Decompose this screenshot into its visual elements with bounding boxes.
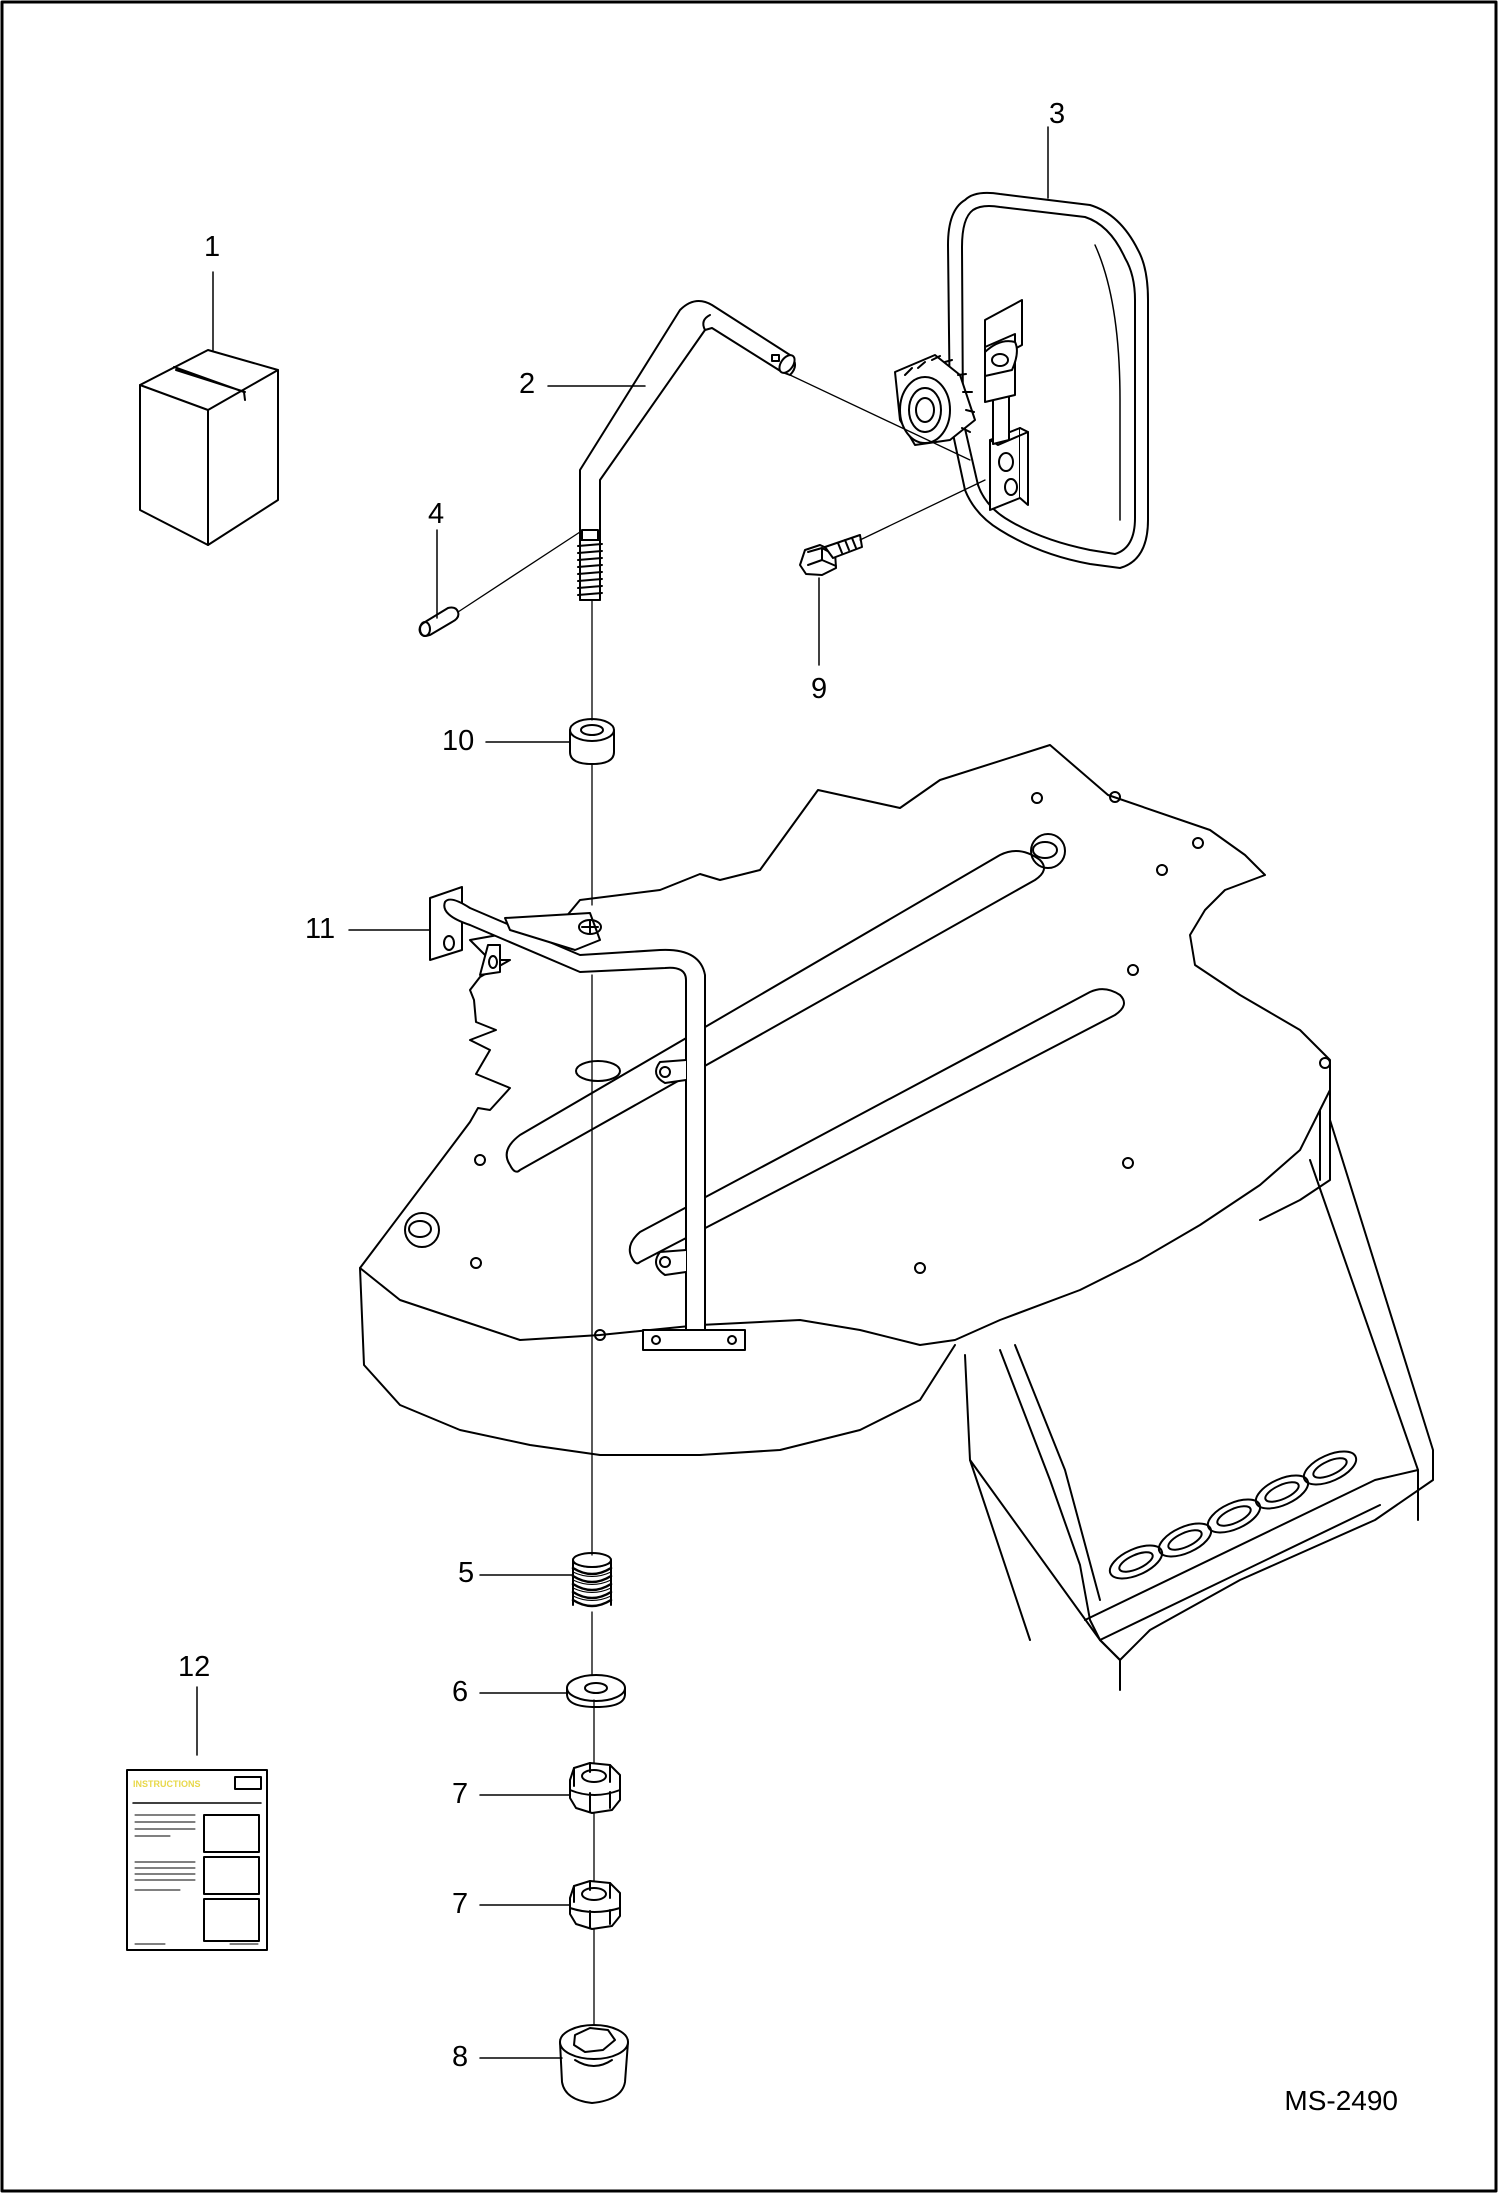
- step-slots: [1108, 1450, 1358, 1580]
- mirror-arm: [577, 300, 796, 601]
- leader-lines: [196, 126, 1049, 2059]
- callout-1: 1: [204, 231, 221, 263]
- nut-upper: [569, 1762, 621, 1814]
- callout-10: 10: [442, 725, 475, 757]
- figure-code: MS-2490: [1284, 2085, 1398, 2116]
- floor-plate: [359, 744, 1331, 1456]
- kit-box: [139, 349, 279, 546]
- spring: [571, 1552, 613, 1608]
- callout-2: 2: [519, 368, 536, 400]
- knob-cap: [559, 2024, 629, 2104]
- washer: [566, 1674, 626, 1708]
- callout-5: 5: [458, 1557, 475, 1589]
- callout-7-lower: 7: [452, 1888, 469, 1920]
- bushing: [569, 718, 615, 765]
- pin: [418, 606, 460, 637]
- mirror-bracket: [429, 886, 746, 1351]
- callout-9: 9: [811, 673, 828, 705]
- callout-8: 8: [452, 2041, 469, 2073]
- callout-6: 6: [452, 1676, 469, 1708]
- operator-manual: [126, 1769, 268, 1951]
- bolt: [799, 534, 863, 576]
- manual-cover-title: INSTRUCTIONS: [133, 1779, 201, 1789]
- assembly-lines: [457, 374, 986, 2026]
- callout-3: 3: [1049, 98, 1066, 130]
- callout-4: 4: [428, 498, 445, 530]
- entry-step: [964, 1119, 1434, 1691]
- nut-lower: [569, 1880, 621, 1930]
- callout-11: 11: [305, 913, 336, 945]
- callout-12: 12: [178, 1651, 211, 1683]
- mirror-head: [894, 191, 1149, 569]
- callout-7-upper: 7: [452, 1778, 469, 1810]
